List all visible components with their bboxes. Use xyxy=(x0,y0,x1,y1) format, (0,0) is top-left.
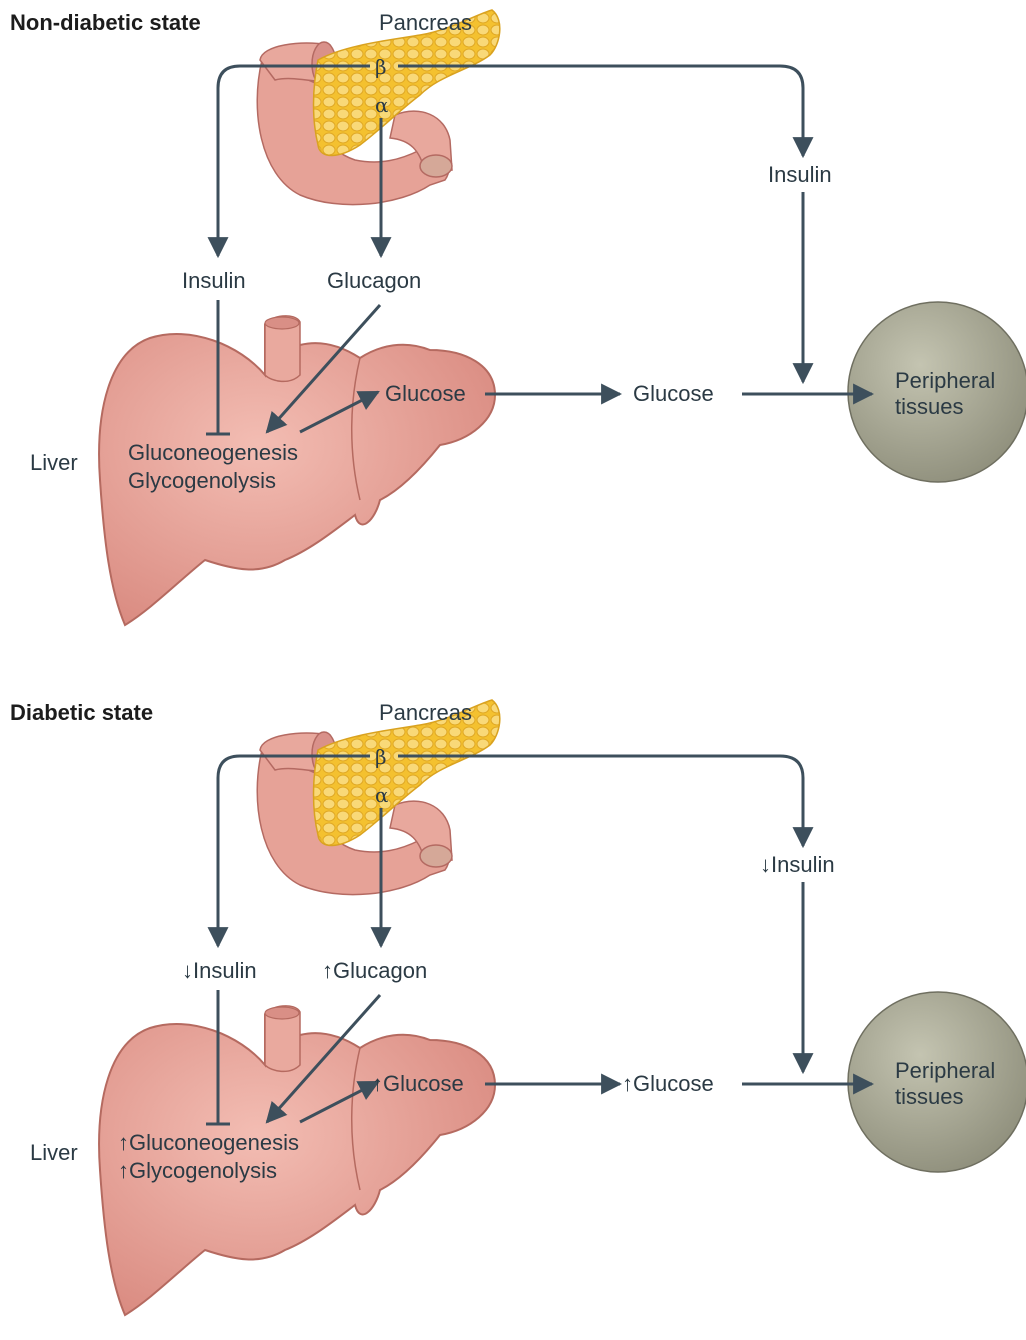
pancreas-label: Pancreas xyxy=(379,10,472,36)
tissues-label: tissues xyxy=(895,1084,963,1110)
panel-diabetic: Diabetic state Pancreas β α ↓Insulin ↓In… xyxy=(0,690,1026,1340)
beta-cell-label: β xyxy=(375,745,387,769)
alpha-cell-label: α xyxy=(375,783,389,807)
panel-title: Non-diabetic state xyxy=(10,10,201,36)
alpha-cell-label: α xyxy=(375,93,389,117)
glycogenolysis-label: ↑Glycogenolysis xyxy=(118,1158,277,1184)
liver-label: Liver xyxy=(30,1140,78,1166)
beta-cell-label: β xyxy=(375,55,387,79)
insulin-left-label: ↓Insulin xyxy=(182,958,257,984)
blood-glucose-label: ↑Glucose xyxy=(622,1071,714,1097)
glucagon-label: ↑Glucagon xyxy=(322,958,427,984)
liver-glucose-label: ↑Glucose xyxy=(372,1071,464,1097)
insulin-right-label: ↓Insulin xyxy=(760,852,835,878)
peripheral-label: Peripheral xyxy=(895,368,995,394)
liver-glucose-label: Glucose xyxy=(385,381,466,407)
tissues-label: tissues xyxy=(895,394,963,420)
liver-label: Liver xyxy=(30,450,78,476)
glucagon-label: Glucagon xyxy=(327,268,421,294)
panel-title: Diabetic state xyxy=(10,700,153,726)
gluconeogenesis-label: ↑Gluconeogenesis xyxy=(118,1130,299,1156)
peripheral-label: Peripheral xyxy=(895,1058,995,1084)
insulin-right-label: Insulin xyxy=(768,162,832,188)
blood-glucose-label: Glucose xyxy=(633,381,714,407)
panel-non-diabetic: Non-diabetic state Pancreas β α Insulin … xyxy=(0,0,1026,650)
pancreas-label: Pancreas xyxy=(379,700,472,726)
glycogenolysis-label: Glycogenolysis xyxy=(128,468,276,494)
insulin-left-label: Insulin xyxy=(182,268,246,294)
gluconeogenesis-label: Gluconeogenesis xyxy=(128,440,298,466)
